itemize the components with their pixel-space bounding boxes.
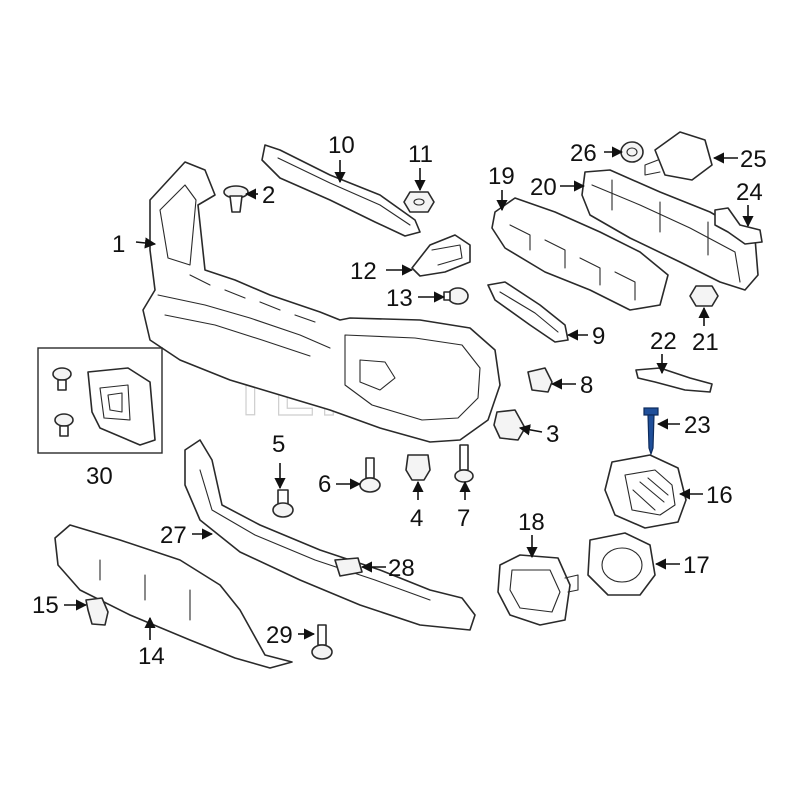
callout-18: 18 bbox=[518, 509, 545, 536]
nut-part-21[interactable] bbox=[689, 285, 719, 307]
callout-22: 22 bbox=[650, 328, 677, 355]
callout-20: 20 bbox=[530, 174, 557, 201]
callout-6: 6 bbox=[318, 471, 331, 498]
clip-part-3[interactable] bbox=[493, 409, 526, 441]
callout-25: 25 bbox=[740, 146, 767, 173]
callout-17: 17 bbox=[683, 552, 710, 579]
bolt-part-6[interactable] bbox=[359, 457, 381, 493]
bolt-part-5[interactable] bbox=[272, 489, 294, 518]
callout-numbers: 1 2 3 4 5 6 7 8 9 10 11 12 13 14 15 16 1… bbox=[32, 132, 767, 670]
clip-part-28[interactable] bbox=[334, 557, 363, 577]
callout-11: 11 bbox=[408, 141, 433, 168]
callout-21: 21 bbox=[692, 329, 719, 356]
bracket-part-12[interactable] bbox=[411, 234, 471, 277]
screw-part-23[interactable] bbox=[643, 407, 659, 456]
retainer-clip-part-4[interactable] bbox=[405, 454, 431, 481]
reinforcement-beam-part[interactable] bbox=[581, 169, 759, 291]
leader-lines bbox=[64, 146, 754, 640]
energy-absorber-part[interactable] bbox=[491, 197, 669, 311]
callout-12: 12 bbox=[350, 258, 377, 285]
callout-10: 10 bbox=[328, 132, 355, 159]
callout-16: 16 bbox=[706, 482, 733, 509]
callout-9: 9 bbox=[592, 323, 605, 350]
bracket-part-24[interactable] bbox=[714, 207, 763, 245]
callout-28: 28 bbox=[388, 555, 415, 582]
callout-3: 3 bbox=[546, 421, 559, 448]
callout-2: 2 bbox=[262, 182, 275, 209]
callout-30: 30 bbox=[86, 463, 113, 490]
callout-14: 14 bbox=[138, 643, 165, 670]
callout-23: 23 bbox=[684, 412, 711, 439]
grommet-part-26[interactable] bbox=[620, 141, 644, 163]
fog-lamp-cover-part[interactable] bbox=[604, 454, 687, 529]
upper-retainer-part[interactable] bbox=[261, 144, 421, 237]
sensor-part-25[interactable] bbox=[644, 131, 713, 181]
clip-part-8[interactable] bbox=[527, 367, 553, 393]
callout-29: 29 bbox=[266, 622, 293, 649]
callout-15: 15 bbox=[32, 592, 59, 619]
callout-8: 8 bbox=[580, 372, 593, 399]
lower-cover-part[interactable] bbox=[184, 439, 476, 631]
clip-part-15[interactable] bbox=[85, 597, 109, 626]
callout-1: 1 bbox=[112, 231, 125, 258]
bolt-part-7[interactable] bbox=[454, 444, 474, 483]
bolt-part-13[interactable] bbox=[443, 287, 469, 305]
callout-27: 27 bbox=[160, 522, 187, 549]
fog-lamp-bracket-part[interactable] bbox=[497, 554, 579, 626]
bolt-part-29[interactable] bbox=[311, 624, 333, 660]
fog-lamp-bezel-part[interactable] bbox=[587, 532, 656, 596]
nut-part-11[interactable] bbox=[403, 191, 435, 213]
push-clip-part[interactable] bbox=[223, 185, 249, 213]
bumper-cover-part[interactable] bbox=[142, 161, 501, 443]
callout-26: 26 bbox=[570, 140, 597, 167]
callout-13: 13 bbox=[386, 285, 413, 312]
license-bracket-inset[interactable] bbox=[37, 347, 163, 454]
retainer-part-22[interactable] bbox=[635, 367, 713, 393]
callout-24: 24 bbox=[736, 179, 763, 206]
callout-4: 4 bbox=[410, 505, 423, 532]
callout-19: 19 bbox=[488, 163, 515, 190]
side-bracket-part-9[interactable] bbox=[487, 281, 569, 343]
callout-7: 7 bbox=[457, 505, 470, 532]
callout-5: 5 bbox=[272, 431, 285, 458]
